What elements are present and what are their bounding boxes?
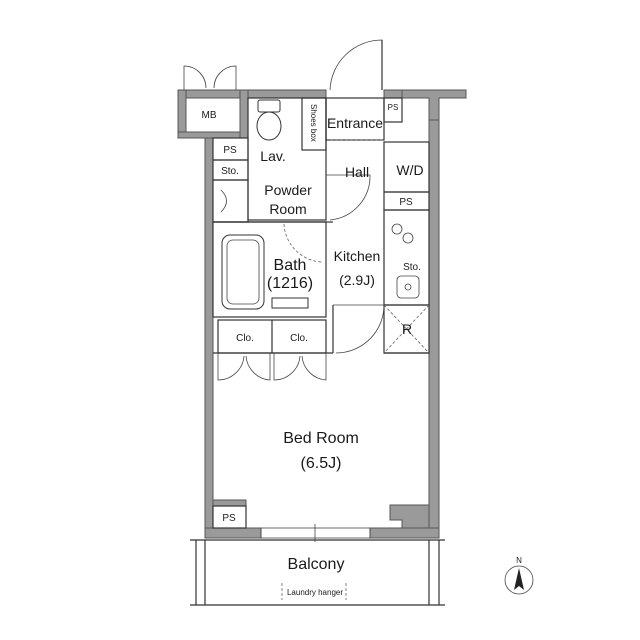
label-kitchen: Kitchen: [334, 248, 381, 264]
bathtub-inner: [226, 239, 260, 305]
mb-door-right[interactable]: [213, 65, 237, 90]
wall-top-right: [401, 89, 467, 121]
label-ps-kitchen: PS: [399, 197, 413, 208]
label-ps-left: PS: [223, 145, 237, 156]
interior-walls: [190, 97, 445, 606]
vanity-box: [212, 179, 249, 223]
ps-entrance-box: [383, 97, 403, 123]
label-laundry-hanger: Laundry hanger: [287, 588, 343, 597]
closet-door-1[interactable]: [217, 353, 245, 381]
vanity-sink: [220, 189, 227, 213]
balcony-window: [260, 527, 371, 539]
ps-bedroom-box: [212, 505, 247, 529]
label-bedroom: Bed Room: [283, 430, 359, 447]
wall-right: [428, 89, 440, 529]
label-balcony: Balcony: [288, 556, 345, 573]
stove-burner-2: [402, 232, 414, 244]
wall-top-center: [247, 89, 327, 99]
wall-bottom-right: [369, 527, 440, 539]
label-clo-1: Clo.: [236, 333, 254, 344]
entrance-door[interactable]: [329, 39, 383, 91]
label-bedroom-size: (6.5J): [301, 455, 342, 472]
kitchen-door[interactable]: [333, 304, 385, 354]
label-hall: Hall: [345, 164, 369, 180]
fixtures: [220, 99, 309, 309]
label-lav: Lav.: [260, 148, 285, 164]
north-compass: N: [504, 556, 534, 595]
label-ps-bedroom: PS: [222, 513, 236, 524]
label-mb: MB: [202, 110, 217, 121]
label-bath-size: (1216): [267, 275, 313, 292]
bath-door[interactable]: [283, 223, 323, 263]
label-entrance: Entrance: [327, 115, 383, 131]
wall-mb-left: [177, 89, 187, 139]
stove-burner-1: [391, 223, 403, 235]
wall-lav-left: [239, 89, 249, 139]
compass-label: N: [516, 556, 522, 565]
label-clo-2: Clo.: [290, 333, 308, 344]
label-room: Room: [269, 201, 306, 217]
powder-room-door[interactable]: [326, 174, 371, 221]
toilet-bowl: [256, 111, 282, 141]
label-refrigerator: R: [402, 321, 412, 337]
toilet-tank: [257, 99, 281, 113]
label-sto-kitchen: Sto.: [403, 262, 421, 273]
closet-door-3[interactable]: [273, 353, 301, 381]
wall-top-left: [177, 89, 241, 99]
kitchen-sink: [396, 275, 420, 299]
label-powder: Powder: [264, 182, 312, 198]
label-shoes-box: Shoes box: [309, 104, 318, 142]
closet-door-2[interactable]: [245, 353, 271, 381]
mb-door-left[interactable]: [183, 65, 207, 90]
wall-ps-bedroom: [212, 499, 247, 507]
bathtub: [221, 234, 265, 310]
wall-top-entrance: [383, 89, 403, 99]
label-bath: Bath: [274, 257, 307, 274]
closet-door-4[interactable]: [301, 353, 327, 381]
wall-mb-bottom: [177, 131, 241, 139]
wall-bottom-left: [204, 527, 262, 539]
kitchen-counter: [383, 209, 430, 306]
label-wd: W/D: [396, 162, 423, 178]
compass-circle: [504, 565, 534, 595]
label-ps-entrance: PS: [388, 103, 399, 112]
label-kitchen-size: (2.9J): [339, 272, 375, 288]
bath-faucet: [271, 297, 309, 309]
wall-left: [204, 137, 214, 529]
doors: [183, 39, 385, 381]
north-arrow-icon: [514, 568, 524, 590]
labels: MB PS Sto. Lav. Powder Room Shoes box En…: [202, 103, 424, 597]
wall-bottom-corner: [389, 504, 430, 529]
bath-outline: [212, 221, 327, 318]
label-sto-left: Sto.: [221, 166, 239, 177]
